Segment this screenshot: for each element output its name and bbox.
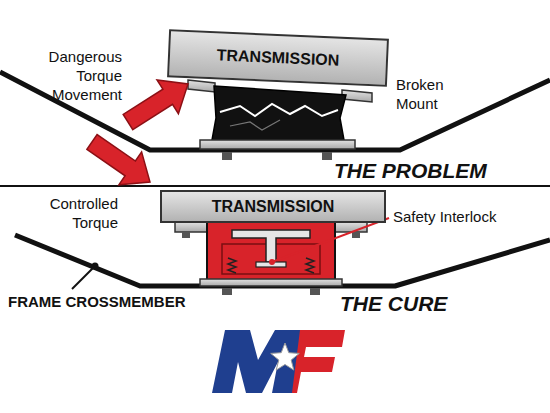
leader-line [272, 218, 389, 262]
part-name: TRANSMISSION [216, 46, 339, 69]
part-name: TRANSMISSION [212, 198, 335, 216]
callout-label: Dangerous Torque Movement [30, 48, 122, 104]
callout-label: Safety Interlock [393, 208, 543, 227]
transmission-box: TRANSMISSION [167, 29, 389, 87]
leader-dot [92, 263, 99, 270]
section-title: THE PROBLEM [334, 158, 544, 184]
divider-line [0, 185, 550, 187]
brand-logo [212, 330, 345, 393]
torque-arrow [123, 80, 188, 130]
safety-interlock [232, 230, 310, 262]
transmission-box: TRANSMISSION [160, 190, 386, 223]
broken-mount [188, 80, 372, 160]
leader-line [72, 266, 95, 289]
callout-label: Broken Mount [396, 76, 476, 114]
part-name: FRAME CROSSMEMBER [8, 293, 208, 312]
torque-arrow [87, 135, 150, 185]
callout-label: Controlled Torque [22, 195, 118, 233]
section-title: THE CURE [340, 291, 520, 317]
safety-mount [200, 222, 342, 295]
leader-dot [269, 259, 275, 265]
